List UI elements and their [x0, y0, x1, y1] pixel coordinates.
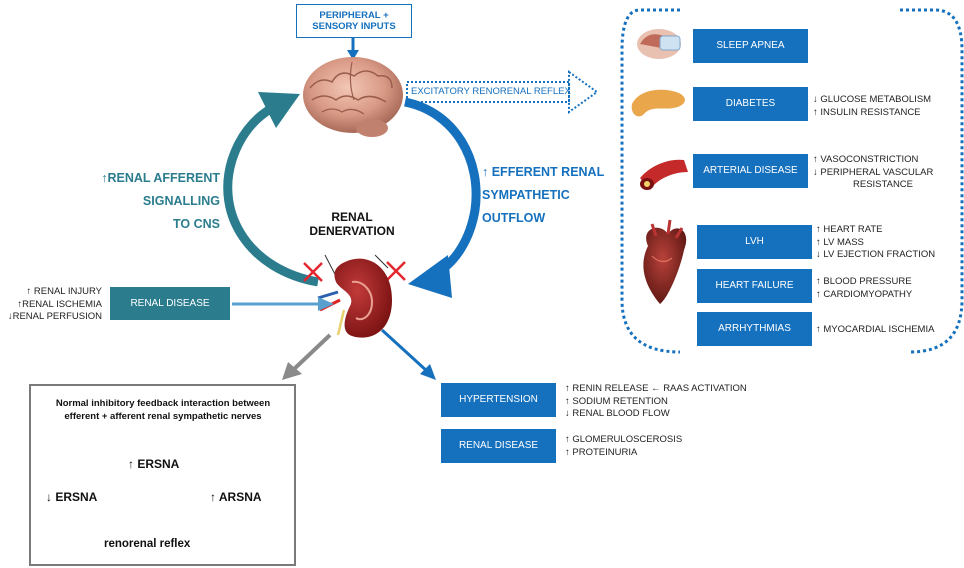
- afferent-label: ↑RENAL AFFERENT SIGNALLING TO CNS: [86, 167, 220, 236]
- brain-image: [303, 57, 403, 137]
- condition-label: SLEEP APNEA: [716, 40, 785, 51]
- ersna-up-label: ↑ ERSNA: [128, 457, 180, 471]
- outcome-effect: ↑ PROTEINURIA: [565, 446, 638, 458]
- condition-effect: ↓ GLUCOSE METABOLISM: [813, 94, 932, 105]
- feedback-arrow: [282, 333, 332, 380]
- outcome-effect: ↑ RENIN RELEASE ← RAAS ACTIVATION: [565, 383, 747, 394]
- condition-heart-failure: HEART FAILURE: [697, 269, 812, 303]
- condition-sleep-apnea: SLEEP APNEA: [693, 29, 808, 63]
- artery-icon: [640, 159, 688, 190]
- heart-failure-effects: ↑ BLOOD PRESSURE ↑ CARDIOMYOPATHY: [816, 276, 912, 301]
- afferent-line-3: TO CNS: [173, 217, 220, 231]
- condition-label: ARRHYTHMIAS: [718, 323, 791, 334]
- condition-label: HEART FAILURE: [715, 280, 794, 291]
- sleep-apnea-icon: [637, 29, 681, 59]
- outcome-label: RENAL DISEASE: [458, 440, 539, 451]
- denervation-line-1: RENAL: [331, 210, 373, 224]
- ersna-down-label: ↓ ERSNA: [46, 490, 98, 504]
- condition-diabetes: DIABETES: [693, 87, 808, 121]
- renal-disease-arrow: [232, 297, 334, 311]
- condition-effect: ↑ LV MASS: [816, 236, 864, 248]
- peripheral-inputs-box: PERIPHERAL + SENSORY INPUTS: [296, 4, 412, 38]
- denervation-x-right: [374, 254, 406, 281]
- excitatory-arrow: [406, 70, 599, 114]
- feedback-title-line-2: efferent + afferent renal sympathetic ne…: [64, 411, 262, 422]
- condition-effect: ↑ VASOCONSTRICTION: [813, 154, 919, 165]
- arsna-up-label: ↑ ARSNA: [210, 490, 262, 504]
- renal-disease-box: RENAL DISEASE: [110, 287, 230, 320]
- afferent-arc: [223, 92, 319, 287]
- arrhythmias-effects: ↑ MYOCARDIAL ISCHEMIA: [816, 324, 934, 337]
- renal-disease-effects: ↑ RENAL INJURY ↑RENAL ISCHEMIA ↓RENAL PE…: [0, 286, 102, 324]
- denervation-x-left: [303, 254, 339, 282]
- feedback-panel: [29, 384, 296, 566]
- conditions-boundary: [620, 8, 964, 354]
- condition-effect: ↑ MYOCARDIAL ISCHEMIA: [816, 324, 935, 335]
- afferent-line-1: ↑RENAL AFFERENT: [101, 171, 220, 185]
- input-arrow: [347, 38, 359, 60]
- condition-arrhythmias: ARRHYTHMIAS: [697, 312, 812, 346]
- condition-label: DIABETES: [725, 98, 776, 109]
- outcome-label: HYPERTENSION: [459, 394, 538, 405]
- outcome-arrow: [380, 328, 436, 380]
- renorenal-reflex-label: renorenal reflex: [104, 538, 191, 550]
- diabetes-effects: ↓ GLUCOSE METABOLISM ↑ INSULIN RESISTANC…: [813, 94, 931, 119]
- condition-effect: ↑ CARDIOMYOPATHY: [816, 288, 913, 300]
- condition-effect: RESISTANCE: [853, 179, 914, 190]
- outcome-effect: ↑ SODIUM RETENTION: [565, 395, 668, 407]
- outcome-effect: ↑ GLOMERULOSCEROSIS: [565, 434, 683, 445]
- renal-effect: ↑ RENAL INJURY: [26, 286, 103, 297]
- efferent-label: ↑ EFFERENT RENAL SYMPATHETIC OUTFLOW: [482, 161, 612, 230]
- outcome-hypertension: HYPERTENSION: [441, 383, 556, 417]
- renal-disease-label: RENAL DISEASE: [130, 298, 210, 309]
- outcome-effect: ↓ RENAL BLOOD FLOW: [565, 408, 670, 419]
- condition-label: LVH: [745, 236, 764, 247]
- lvh-effects: ↑ HEART RATE ↑ LV MASS ↓ LV EJECTION FRA…: [816, 224, 935, 262]
- condition-effect: ↑ BLOOD PRESSURE: [816, 276, 912, 287]
- efferent-line-1: ↑ EFFERENT RENAL: [482, 165, 605, 179]
- arterial-effects: ↑ VASOCONSTRICTION ↓ PERIPHERAL VASCULAR…: [813, 154, 933, 192]
- condition-label: ARTERIAL DISEASE: [703, 165, 798, 176]
- pancreas-icon: [631, 89, 685, 117]
- renal-effect: ↑RENAL ISCHEMIA: [17, 298, 102, 310]
- hypertension-effects: ↑ RENIN RELEASE ← RAAS ACTIVATION ↑ SODI…: [565, 383, 747, 421]
- condition-effect: ↑ HEART RATE: [816, 224, 883, 235]
- outcome-renal-disease: RENAL DISEASE: [441, 429, 556, 463]
- denervation-line-2: DENERVATION: [309, 224, 395, 238]
- peripheral-inputs-label: PERIPHERAL + SENSORY INPUTS: [312, 10, 396, 32]
- excitatory-reflex-label: EXCITATORY RENORENAL REFLEX: [411, 86, 571, 97]
- afferent-line-2: SIGNALLING: [142, 194, 220, 208]
- efferent-line-3: OUTFLOW: [482, 211, 546, 225]
- condition-effect: ↑ INSULIN RESISTANCE: [813, 106, 921, 118]
- efferent-arc: [403, 97, 481, 298]
- renal-denervation-label: RENAL DENERVATION: [296, 210, 408, 238]
- kidney-image: [317, 258, 392, 338]
- condition-effect: ↓ LV EJECTION FRACTION: [816, 249, 936, 260]
- heart-icon: [643, 219, 687, 304]
- condition-lvh: LVH: [697, 225, 812, 259]
- efferent-line-2: SYMPATHETIC: [482, 188, 570, 202]
- renal-disease-outcome-effects: ↑ GLOMERULOSCEROSIS ↑ PROTEINURIA: [565, 434, 682, 459]
- condition-effect: ↓ PERIPHERAL VASCULAR: [813, 166, 934, 178]
- renal-effect: ↓RENAL PERFUSION: [7, 311, 102, 322]
- feedback-title-line-1: Normal inhibitory feedback interaction b…: [55, 398, 271, 409]
- feedback-title: Normal inhibitory feedback interaction b…: [32, 397, 294, 423]
- condition-arterial-disease: ARTERIAL DISEASE: [693, 154, 808, 188]
